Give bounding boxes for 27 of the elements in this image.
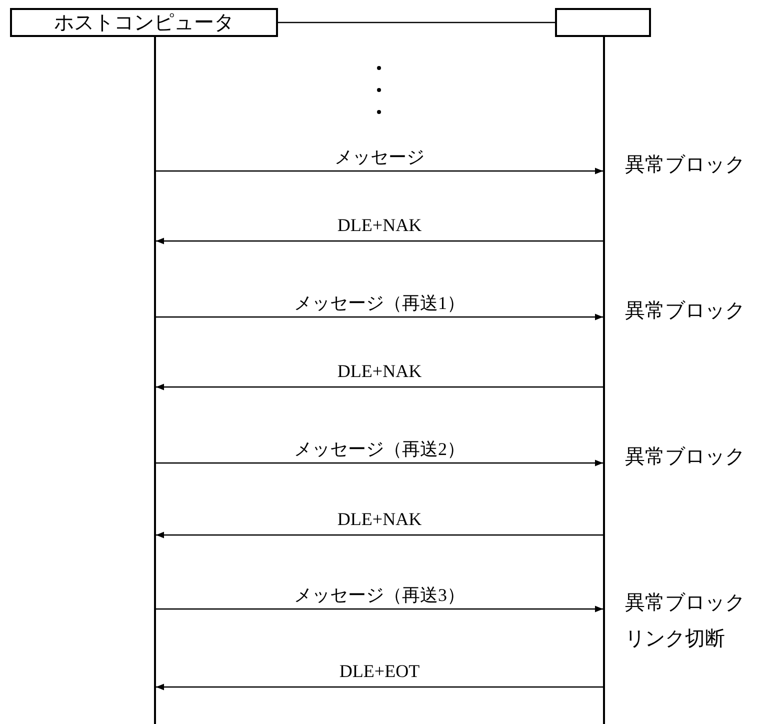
message-arrow (156, 238, 603, 244)
message-arrow (156, 532, 603, 538)
participant-box (10, 8, 278, 37)
message-label: DLE+EOT (339, 661, 420, 682)
status-note: 異常ブロック (625, 299, 745, 324)
message-label: DLE+NAK (337, 215, 422, 236)
message-arrow (156, 314, 603, 320)
connector-line (278, 22, 555, 24)
message-label: DLE+NAK (337, 361, 422, 382)
message-label: メッセージ (334, 146, 424, 169)
message-arrow (156, 168, 603, 174)
message-label: メッセージ（再送2） (294, 438, 465, 461)
status-note: リンク切断 (625, 627, 725, 652)
participant-name: ホストコンピュータ (54, 11, 234, 36)
message-label: DLE+NAK (337, 509, 422, 530)
message-arrow (156, 606, 603, 612)
lifeline (154, 37, 156, 724)
status-note: 異常ブロック (625, 153, 745, 178)
message-arrow (156, 460, 603, 466)
message-label: メッセージ（再送1） (294, 292, 465, 315)
message-arrow (156, 384, 603, 390)
message-arrow (156, 684, 603, 690)
message-label: メッセージ（再送3） (294, 584, 465, 607)
status-note: 異常ブロック (625, 591, 745, 616)
lifeline (603, 37, 605, 724)
status-note: 異常ブロック (625, 445, 745, 470)
participant-box (555, 8, 651, 37)
